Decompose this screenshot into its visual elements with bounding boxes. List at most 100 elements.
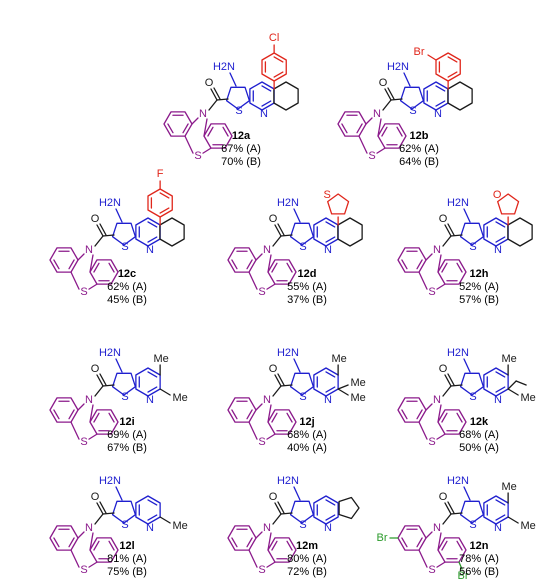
amino-label: H2N — [213, 61, 235, 73]
structure-12m: N S H2N O N S — [227, 475, 360, 576]
methyl-4-label: Me — [331, 353, 346, 365]
amino-label: H2N — [447, 197, 469, 209]
thiophene-s-label: S — [235, 105, 242, 117]
yield-b: 56% (B) — [459, 566, 499, 578]
phenothiazine-n-label: N — [85, 394, 93, 406]
compound-id: 12m — [295, 540, 319, 552]
chloro-label: Cl — [269, 32, 279, 44]
phenothiazine-n-label: N — [433, 244, 441, 256]
methyl-5-label: Me — [350, 377, 365, 389]
compound-id: 12i — [119, 416, 135, 428]
compound-id: 12n — [469, 540, 489, 552]
amino-label: H2N — [277, 475, 299, 487]
thiophene-s-label: S — [409, 105, 416, 117]
amino-label: H2N — [99, 197, 121, 209]
pyridine-n-label: N — [494, 522, 502, 534]
pyridine-n-label: N — [324, 244, 332, 256]
methyl-label: Me — [172, 520, 187, 532]
yield-b: 67% (B) — [107, 442, 147, 454]
pyridine-n-label: N — [324, 394, 332, 406]
thiophene-s-label: S — [469, 519, 476, 531]
compound-id: 12a — [231, 130, 251, 142]
compound-id: 12k — [469, 416, 489, 428]
amino-label: H2N — [387, 61, 409, 73]
compound-id: 12c — [117, 268, 137, 280]
methyl-label: Me — [350, 392, 365, 404]
phenothiazine-s-label: S — [428, 436, 435, 448]
phenothiazine-n-label: N — [373, 108, 381, 120]
pyridine-n-label: N — [494, 244, 502, 256]
yield-a: 67% (A) — [221, 143, 261, 155]
phenothiazine-n-label: N — [85, 522, 93, 534]
phenothiazine-s-label: S — [428, 564, 435, 576]
yield-b: 40% (A) — [287, 442, 327, 454]
thiophene-s-label: S — [469, 391, 476, 403]
amino-label: H2N — [277, 197, 299, 209]
phenothiazine-s-label: S — [80, 436, 87, 448]
yield-b: 64% (B) — [399, 156, 439, 168]
carbonyl-o-label: O — [439, 213, 448, 225]
phenothiazine-s-label: S — [80, 564, 87, 576]
pyridine-n-label: N — [324, 522, 332, 534]
compound-id: 12b — [409, 130, 429, 142]
yield-a: 68% (A) — [459, 429, 499, 441]
bromo-right-label: Br — [458, 570, 469, 582]
phenothiazine-s-label: S — [194, 150, 201, 162]
phenothiazine-n-label: N — [433, 522, 441, 534]
yield-a: 80% (A) — [287, 553, 327, 565]
thiophene-s-label: S — [121, 519, 128, 531]
pyridine-n-label: N — [494, 394, 502, 406]
phenothiazine-n-label: N — [433, 394, 441, 406]
compound-id: 12h — [469, 268, 489, 280]
yield-a: 69% (A) — [107, 429, 147, 441]
amino-label: H2N — [447, 347, 469, 359]
yield-a: 55% (A) — [287, 281, 327, 293]
thiophene-s-label: S — [299, 241, 306, 253]
methyl-label: Me — [520, 392, 535, 404]
carbonyl-o-label: O — [269, 491, 278, 503]
phenothiazine-n-label: N — [263, 394, 271, 406]
amino-label: H2N — [277, 347, 299, 359]
phenothiazine-s-label: S — [258, 564, 265, 576]
carbonyl-o-label: O — [91, 491, 100, 503]
methyl-4-label: Me — [501, 353, 516, 365]
pyridine-n-label: N — [146, 244, 154, 256]
thiophene-s-label: S — [299, 519, 306, 531]
bromo-aryl-label: Br — [414, 46, 425, 58]
compound-id: 12j — [299, 416, 315, 428]
methyl-4-label: Me — [153, 353, 168, 365]
compound-id: 12l — [119, 540, 135, 552]
pyridine-n-label: N — [146, 522, 154, 534]
yield-a: 68% (A) — [287, 429, 327, 441]
phenothiazine-s-label: S — [258, 436, 265, 448]
thiophene-s-label: S — [121, 391, 128, 403]
pyridine-n-label: N — [146, 394, 154, 406]
phenothiazine-s-label: S — [368, 150, 375, 162]
carbonyl-o-label: O — [205, 77, 214, 89]
carbonyl-o-label: O — [269, 363, 278, 375]
furan-hetero-label: O — [493, 189, 502, 201]
carbonyl-o-label: O — [91, 363, 100, 375]
phenothiazine-n-label: N — [263, 244, 271, 256]
methyl-label: Me — [172, 392, 187, 404]
carbonyl-o-label: O — [269, 213, 278, 225]
thiophene-s-label: S — [469, 241, 476, 253]
phenothiazine-n-label: N — [263, 522, 271, 534]
pyridine-n-label: N — [260, 108, 268, 120]
yield-b: 50% (A) — [459, 442, 499, 454]
phenothiazine-s-label: S — [80, 286, 87, 298]
